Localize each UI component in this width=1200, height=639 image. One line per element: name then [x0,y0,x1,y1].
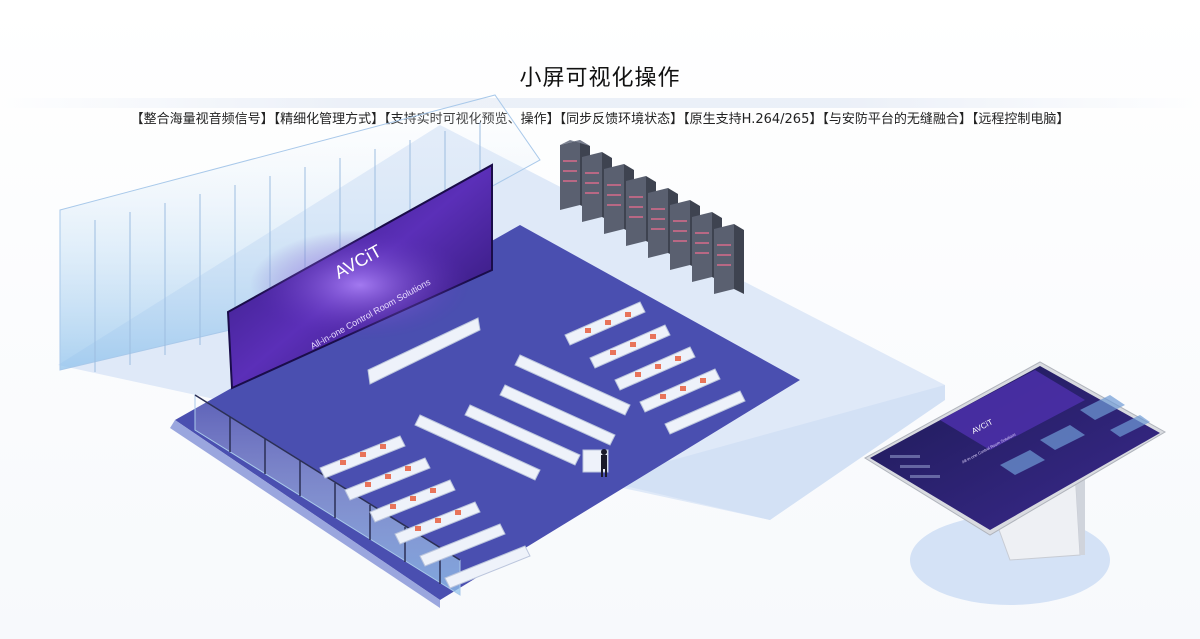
server-racks [560,140,744,294]
operator-figure-icon [582,449,609,477]
server-rack-icon [714,224,744,294]
touch-kiosk: AVCiT All-in-one Control Room Solutions [864,361,1167,605]
floor-edge [170,420,440,608]
platform-extension [600,385,945,520]
console-desks [319,301,746,589]
page-title: 小屏可视化操作 [519,66,681,91]
header-band [0,98,1200,108]
video-wall: AVCiT All-in-one Control Room Solutions [226,163,493,390]
feature-list: 【整合海量视音频信号】【精细化管理方式】【支持实时可视化预览、操作】【同步反馈环… [130,112,1070,127]
